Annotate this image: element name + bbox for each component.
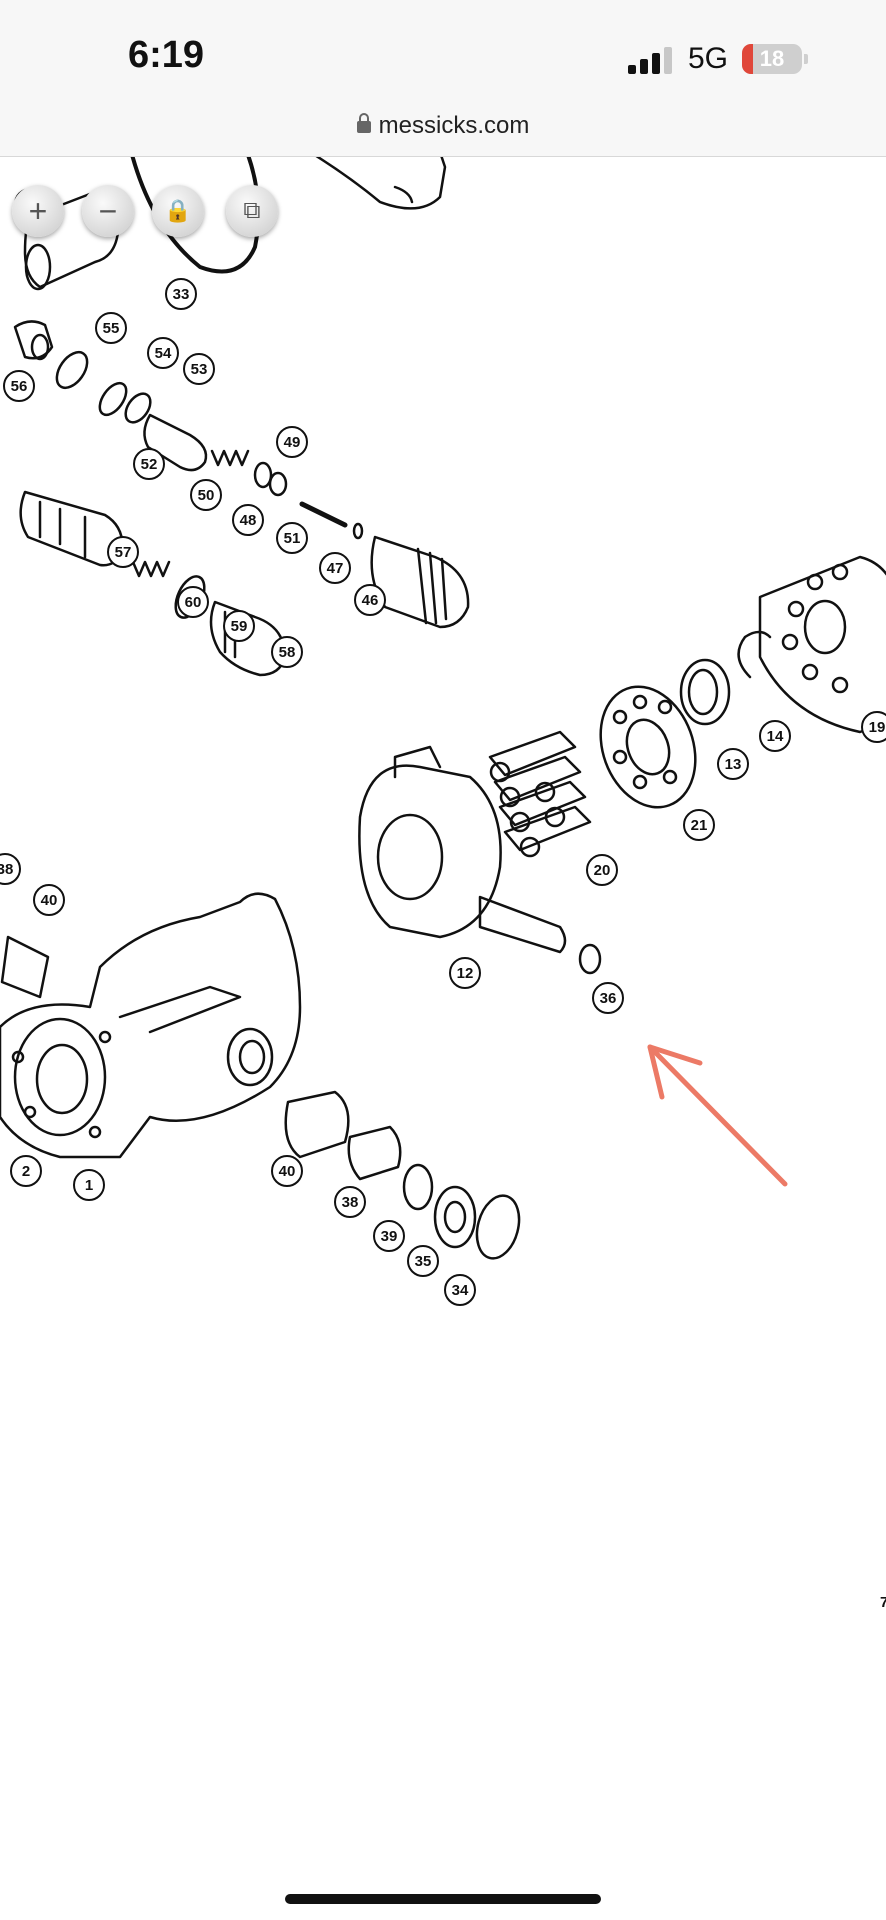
- callout-40: 40: [33, 884, 65, 916]
- callout-label: 56: [11, 378, 28, 395]
- callout-60: 60: [177, 586, 209, 618]
- battery-level: 18: [759, 46, 785, 71]
- annotation-arrow: [647, 1044, 788, 1187]
- callout-label: 13: [725, 756, 742, 773]
- callout-label: 34: [452, 1282, 469, 1299]
- url-text: messicks.com: [378, 112, 530, 139]
- fit-button[interactable]: ⧉: [226, 185, 278, 237]
- callout-46: 46: [354, 584, 386, 616]
- callout-34: 34: [444, 1274, 476, 1306]
- callout-35: 35: [407, 1245, 439, 1277]
- callout-label: 35: [415, 1253, 432, 1270]
- callout-20: 20: [586, 854, 618, 886]
- clock-time: 6:19: [128, 34, 205, 76]
- callout-label: 54: [155, 345, 172, 362]
- callout-label: 12: [457, 965, 474, 982]
- battery-icon: 18: [742, 44, 802, 74]
- callout-53: 53: [183, 353, 215, 385]
- part-1-main-housing: [0, 892, 302, 1159]
- callout-label: 59: [231, 618, 248, 635]
- callout-label: 2: [22, 1163, 30, 1180]
- part-52-valve: [143, 413, 208, 472]
- part-21-plate: [599, 685, 697, 809]
- callout-label: 55: [103, 320, 120, 337]
- callout-48: 48: [232, 504, 264, 536]
- part-58-plug: [209, 600, 287, 677]
- callout-label: 60: [185, 594, 202, 611]
- callout-54: 54: [147, 337, 179, 369]
- callout-52: 52: [133, 448, 165, 480]
- callout-label: 19: [869, 719, 886, 736]
- url-display[interactable]: messicks.com: [0, 112, 886, 140]
- part-12-swashplate: [358, 764, 502, 939]
- cellular-signal-icon: [628, 46, 674, 74]
- callout-label: 49: [284, 434, 301, 451]
- callout-label: 38: [0, 861, 13, 878]
- part-46-plug: [370, 535, 470, 629]
- callout-13: 13: [717, 748, 749, 780]
- callout-label: 53: [191, 361, 208, 378]
- callout-12: 12: [449, 957, 481, 989]
- callout-label: 47: [327, 560, 344, 577]
- part-40-bearing: [284, 1090, 350, 1159]
- callout-label: 46: [362, 592, 379, 609]
- callout-50: 50: [190, 479, 222, 511]
- part-20-pistons: [488, 730, 592, 858]
- callout-36: 36: [592, 982, 624, 1014]
- exploded-parts-diagram: 2933555453565249504851474657605958191413…: [0, 157, 886, 1611]
- callout-label: 1: [85, 1177, 93, 1194]
- zoom-out-button[interactable]: −: [82, 185, 134, 237]
- callout-label: 58: [279, 644, 296, 661]
- callout-56: 56: [3, 370, 35, 402]
- callout-1: 1: [73, 1169, 105, 1201]
- callout-51: 51: [276, 522, 308, 554]
- callout-label: 40: [41, 892, 58, 909]
- callout-59: 59: [223, 610, 255, 642]
- status-bar: 6:19 5G 18: [0, 0, 886, 110]
- callout-label: 39: [381, 1228, 398, 1245]
- callout-label: 14: [767, 728, 784, 745]
- callout-label: 21: [691, 817, 708, 834]
- callout-label: 33: [173, 286, 190, 303]
- callout-14: 14: [759, 720, 791, 752]
- callout-label: 48: [240, 512, 257, 529]
- part-19-cylinder-block: [758, 555, 886, 734]
- callout-47: 47: [319, 552, 351, 584]
- callout-label: 57: [115, 544, 132, 561]
- callout-49: 49: [276, 426, 308, 458]
- part-57-spool: [19, 490, 124, 567]
- callout-38: 38: [0, 853, 21, 885]
- address-bar[interactable]: messicks.com: [0, 110, 886, 157]
- callout-38: 38: [334, 1186, 366, 1218]
- callout-label: 20: [594, 862, 611, 879]
- callout-label: 51: [284, 530, 301, 547]
- callout-layer: 2933555453565249504851474657605958191413…: [0, 188, 886, 1306]
- callout-58: 58: [271, 636, 303, 668]
- callout-label: 36: [600, 990, 617, 1007]
- home-indicator[interactable]: [285, 1894, 601, 1904]
- callout-label: 52: [141, 456, 158, 473]
- zoom-in-button[interactable]: +: [12, 185, 64, 237]
- callout-40: 40: [271, 1155, 303, 1187]
- callout-label: 40: [279, 1163, 296, 1180]
- callout-2: 2: [10, 1155, 42, 1187]
- callout-55: 55: [95, 312, 127, 344]
- stray-mark: 7: [880, 1594, 886, 1611]
- lock-icon: [356, 113, 371, 133]
- callout-33: 33: [165, 278, 197, 310]
- callout-39: 39: [373, 1220, 405, 1252]
- callout-label: 38: [342, 1194, 359, 1211]
- callout-19: 19: [861, 711, 886, 743]
- battery-cap: [804, 54, 808, 64]
- callout-57: 57: [107, 536, 139, 568]
- network-type: 5G: [688, 42, 729, 75]
- callout-21: 21: [683, 809, 715, 841]
- callout-label: 50: [198, 487, 215, 504]
- lock-button[interactable]: 🔒: [152, 185, 204, 237]
- parts-diagram-viewer[interactable]: 2933555453565249504851474657605958191413…: [0, 157, 886, 1857]
